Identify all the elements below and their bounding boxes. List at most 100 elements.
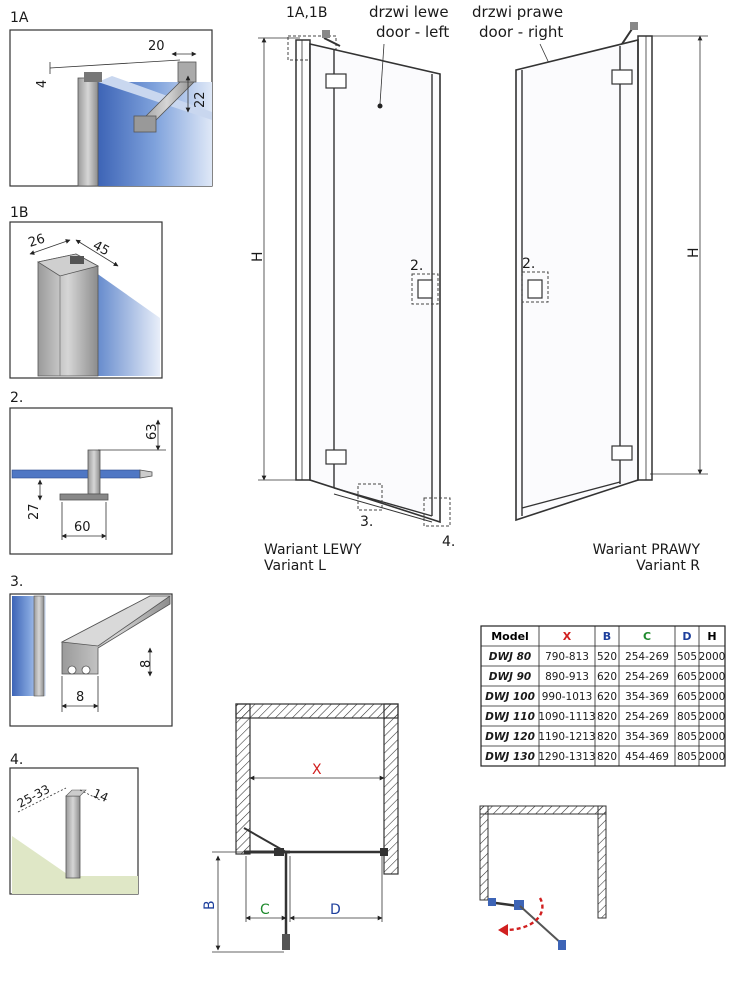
left-door-height-label: H <box>250 251 266 262</box>
left-door-label-pl: drzwi lewe <box>369 3 449 21</box>
table-cell: 2000 <box>699 711 726 723</box>
table-header-model: Model <box>491 630 529 643</box>
detail-1a-dim-1: 20 <box>148 39 165 54</box>
swing-door-panel <box>519 905 563 945</box>
detail-1a-label: 1A <box>10 10 29 26</box>
table-cell: 820 <box>597 751 617 763</box>
table-model-cell: DWJ 100 <box>485 691 535 703</box>
detail-4: 4. 25-33 14 <box>9 752 139 895</box>
detail-1a-dim-2: 4 <box>35 80 50 88</box>
table-cell: 605 <box>677 691 697 703</box>
table-cell: 790-813 <box>545 651 589 663</box>
detail-2: 2. 63 27 60 <box>9 390 173 555</box>
detail-4-profile <box>65 795 81 879</box>
table-cell: 605 <box>677 671 697 683</box>
detail-1b: 1B 26 45 <box>9 205 163 379</box>
detail-1b-dim-1: 26 <box>27 231 47 250</box>
table-cell: 254-269 <box>625 671 669 683</box>
detail-3-label: 3. <box>10 574 23 590</box>
left-door-caption-en: Variant L <box>264 558 326 574</box>
detail-1b-dim-2: 45 <box>90 238 112 259</box>
detail-3: 3. 8 8 <box>9 574 173 727</box>
plan-x-label: X <box>312 762 322 778</box>
table-header-b: B <box>603 630 611 643</box>
table-cell: 890-913 <box>545 671 589 683</box>
detail-1b-label: 1B <box>10 205 29 221</box>
right-door-handle <box>527 279 543 299</box>
table-cell: 354-369 <box>625 691 669 703</box>
plan-view: X B C D <box>202 703 399 953</box>
detail-4-dim-2: 14 <box>91 786 111 805</box>
table-model-cell: DWJ 80 <box>489 651 531 663</box>
right-door-label-pl: drzwi prawe <box>472 3 563 21</box>
right-door-height-label: H <box>686 247 702 258</box>
detail-2-dim-3: 60 <box>74 520 91 535</box>
plan-wall-right <box>383 703 399 875</box>
left-door-elevation: 1A,1B drzwi lewe door - left H 2. 3. 4. <box>250 3 455 574</box>
table-cell: 2000 <box>699 731 726 743</box>
table-cell: 620 <box>597 691 617 703</box>
table-cell: 2000 <box>699 691 726 703</box>
table-cell: 354-369 <box>625 731 669 743</box>
table-cell: 805 <box>677 751 697 763</box>
detail-4-floor <box>12 836 138 894</box>
table-header-d: D <box>682 630 691 643</box>
swing-arc <box>503 897 544 932</box>
left-door-handle <box>417 279 433 299</box>
table-cell: 2000 <box>699 651 726 663</box>
detail-4-label: 4. <box>10 752 23 768</box>
detail-2-dim-2: 27 <box>27 503 42 520</box>
table-header-c: C <box>643 630 651 643</box>
table-cell: 805 <box>677 731 697 743</box>
left-door-callout-2: 2. <box>410 258 423 274</box>
plan-wall-top <box>235 703 399 719</box>
plan-d-label: D <box>330 902 341 918</box>
right-door-callout-2: 2. <box>522 256 535 272</box>
table-model-cell: DWJ 130 <box>485 751 535 763</box>
detail-3-dim-2: 8 <box>76 690 84 705</box>
table-frame <box>480 625 726 767</box>
left-door-callout-4: 4. <box>442 534 455 550</box>
left-door-callout-3: 3. <box>360 514 373 530</box>
table-cell: 990-1013 <box>542 691 593 703</box>
table-cell: 620 <box>597 671 617 683</box>
table-cell: 520 <box>597 651 617 663</box>
plan-c-label: C <box>260 902 270 918</box>
table-cell: 254-269 <box>625 711 669 723</box>
table-header-x: X <box>563 630 572 643</box>
table-cell: 2000 <box>699 671 726 683</box>
detail-1a: 1A 20 4 22 <box>9 10 213 187</box>
table-cell: 820 <box>597 731 617 743</box>
detail-3-dim-1: 8 <box>139 660 154 668</box>
detail-2-glass <box>11 469 141 479</box>
left-door-hinge-top <box>325 73 347 89</box>
table-cell: 505 <box>677 651 697 663</box>
table-cell: 1190-1213 <box>538 731 595 743</box>
left-door-hinge-bottom <box>325 449 347 465</box>
plan-b-label: B <box>202 900 218 910</box>
left-door-label-en: door - left <box>376 23 449 41</box>
detail-2-label: 2. <box>10 390 23 406</box>
table-cell: 454-469 <box>625 751 669 763</box>
swing-arrow-icon <box>498 924 508 936</box>
left-door-caption-pl: Wariant LEWY <box>264 542 362 558</box>
table-model-cell: DWJ 90 <box>489 671 531 683</box>
right-door-label-en: door - right <box>479 23 563 41</box>
table-header-h: H <box>707 630 716 643</box>
plan-wall-left <box>235 703 251 855</box>
left-door-callout-1a1b: 1A,1B <box>286 5 327 21</box>
detail-1a-profile <box>77 77 99 187</box>
right-door-elevation: drzwi prawe door - right 2. H Wariant PR… <box>472 3 708 574</box>
detail-2-dim-1: 63 <box>145 423 160 440</box>
left-door-panel <box>309 42 441 524</box>
table-cell: 820 <box>597 711 617 723</box>
table-cell: 1290-1313 <box>538 751 595 763</box>
swing-diagram <box>479 805 607 950</box>
right-door-caption-pl: Wariant PRAWY <box>593 542 701 558</box>
table-model-cell: DWJ 110 <box>485 711 535 723</box>
right-door-hinge-bottom <box>611 445 633 461</box>
table-cell: 1090-1113 <box>538 711 595 723</box>
right-door-hinge-top <box>611 69 633 85</box>
